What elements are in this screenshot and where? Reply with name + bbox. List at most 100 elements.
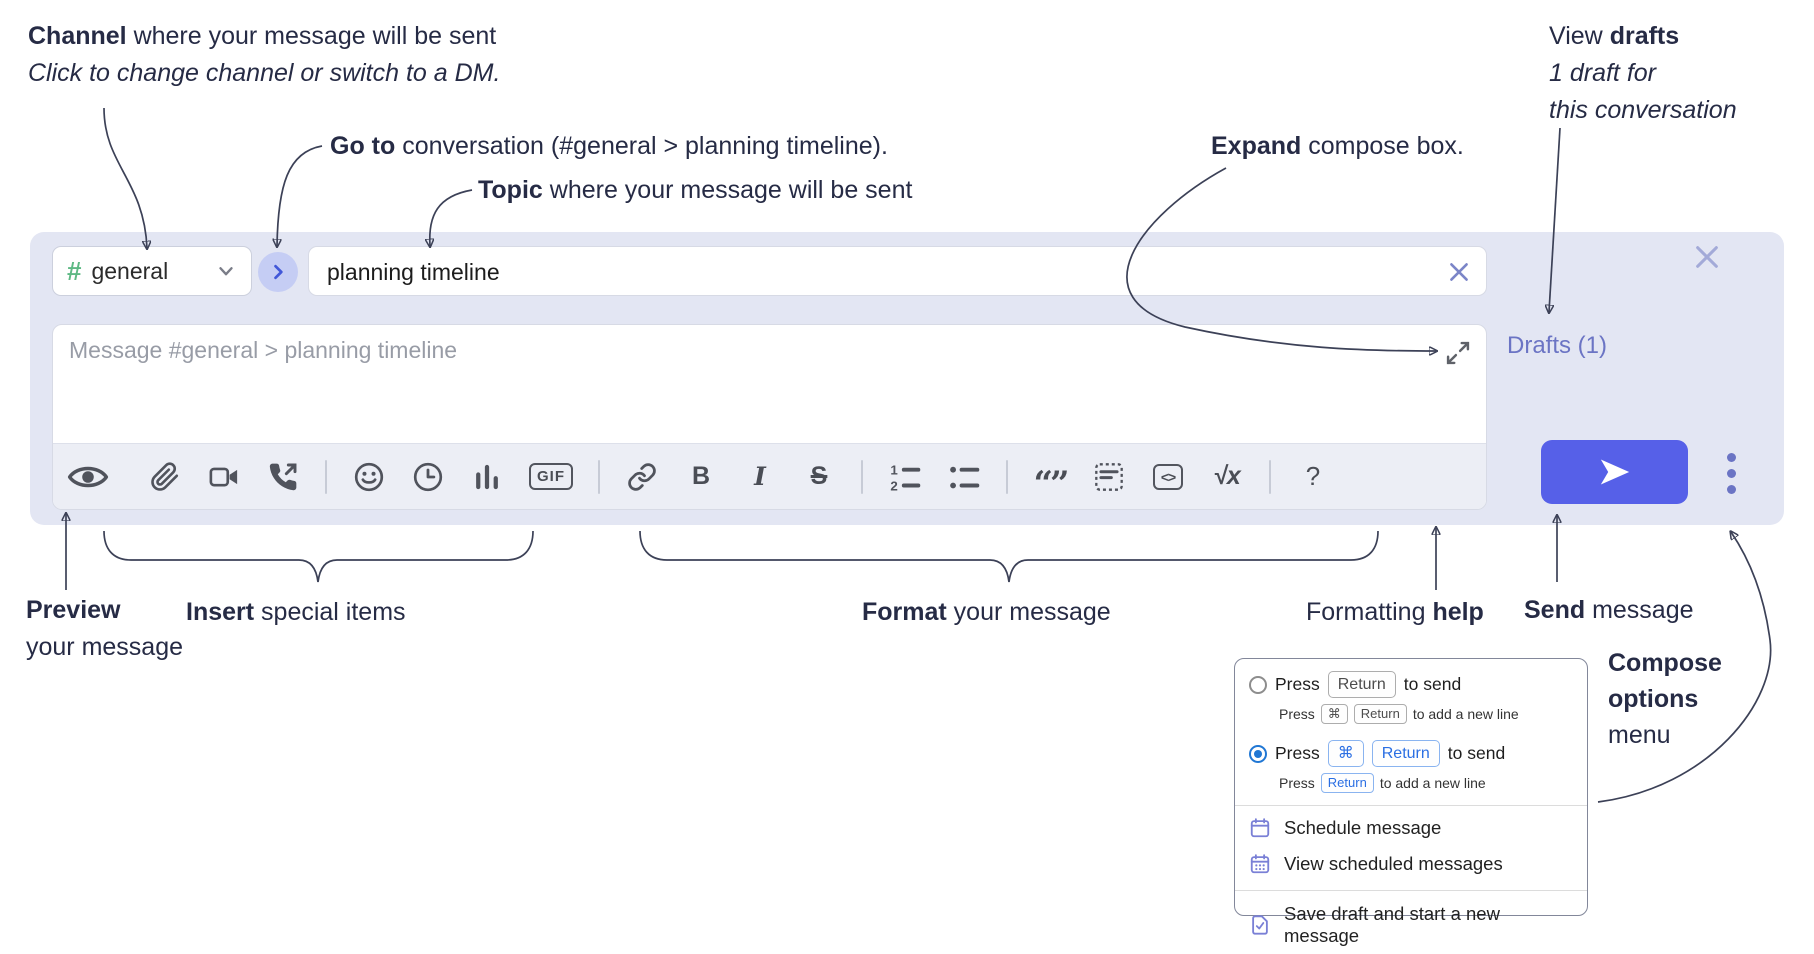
bold-button[interactable]: B — [684, 459, 718, 495]
strikethrough-button[interactable]: S — [802, 459, 836, 495]
cmd-key: ⌘ — [1327, 740, 1364, 767]
paperclip-icon — [151, 461, 179, 491]
clock-icon — [413, 462, 443, 491]
voice-call-button[interactable] — [266, 459, 300, 495]
gif-icon: GIF — [529, 463, 573, 490]
return-key: Return — [1353, 704, 1407, 724]
annotation-formatting-help: Formatting help — [1306, 598, 1484, 626]
chevron-right-icon — [274, 264, 283, 280]
phone-outgoing-icon — [269, 463, 297, 490]
channel-name: general — [91, 257, 169, 284]
quote-icon: “” — [1033, 463, 1069, 504]
return-key: Return — [1371, 740, 1440, 767]
gif-button[interactable]: GIF — [529, 459, 573, 495]
eye-icon — [67, 466, 109, 487]
poll-button[interactable] — [470, 459, 504, 495]
link-icon — [628, 462, 656, 491]
cmd-key: ⌘ — [1320, 704, 1348, 724]
chevron-down-icon — [219, 267, 233, 276]
send-plane-icon — [1600, 459, 1629, 485]
annotation-topic: Topic where your message will be sent — [478, 176, 913, 204]
drafts-link[interactable]: Drafts (1) — [1507, 332, 1608, 359]
message-input[interactable] — [67, 335, 1431, 435]
toolbar-separator — [1269, 459, 1271, 494]
arrow-to-goto — [277, 145, 323, 246]
message-formatting-help-button[interactable]: ? — [1296, 459, 1330, 495]
annotation-format: Format your message — [862, 598, 1111, 626]
math-icon: √x — [1213, 462, 1241, 490]
close-compose-button[interactable] — [1690, 240, 1724, 274]
annotation-insert: Insert special items — [186, 598, 406, 626]
option-press-cmd-return-to-send[interactable]: Press ⌘ Return to send — [1235, 728, 1587, 769]
video-camera-icon — [209, 467, 238, 486]
menu-divider — [1235, 805, 1587, 806]
link-button[interactable] — [625, 459, 659, 495]
option-press-cmd-return-subtext: Press Return to add a new line — [1279, 773, 1486, 793]
annotation-send: Send message — [1524, 596, 1694, 624]
code-button[interactable]: <> — [1151, 459, 1185, 495]
compose-toolbar: GIF B I S — [53, 443, 1486, 509]
channel-selector[interactable]: # general — [52, 246, 252, 296]
menu-item-schedule-message[interactable]: Schedule message — [1235, 810, 1587, 846]
menu-item-save-draft[interactable]: Save draft and start a new message — [1235, 896, 1587, 954]
menu-item-view-scheduled-messages[interactable]: View scheduled messages — [1235, 846, 1587, 882]
video-call-button[interactable] — [207, 459, 241, 495]
return-key: Return — [1327, 671, 1396, 698]
code-icon: <> — [1152, 463, 1184, 490]
radio-unselected[interactable] — [1249, 675, 1267, 694]
brace-format — [639, 530, 1379, 583]
menu-divider — [1235, 890, 1587, 891]
expand-diagonal-icon — [1446, 341, 1470, 365]
toolbar-separator — [1006, 459, 1008, 494]
brace-insert — [103, 530, 534, 583]
message-compose-area: GIF B I S — [52, 324, 1487, 510]
toolbar-separator — [325, 459, 327, 494]
quote-button[interactable]: “” — [1033, 459, 1069, 504]
close-icon — [1696, 246, 1718, 268]
send-button[interactable] — [1541, 440, 1688, 504]
bar-chart-icon — [476, 464, 498, 489]
compose-options-menu: Press Return to send Press ⌘ Return to a… — [1234, 658, 1588, 946]
annotation-goto: Go to conversation (#general > planning … — [330, 132, 888, 160]
expand-compose-button[interactable] — [1444, 339, 1472, 367]
math-button[interactable]: √x — [1210, 459, 1244, 495]
annotation-channel-sub: Click to change channel or switch to a D… — [28, 59, 501, 87]
annotation-preview: Preview your message — [26, 596, 184, 661]
spoiler-button[interactable] — [1092, 459, 1126, 495]
option-press-return-to-send[interactable]: Press Return to send — [1235, 659, 1587, 700]
compose-options-menu-button[interactable] — [1714, 448, 1748, 498]
close-icon — [1450, 263, 1468, 281]
annotation-channel: Channel where your message will be sent … — [28, 18, 500, 92]
italic-button[interactable]: I — [743, 459, 777, 495]
bulleted-list-button[interactable] — [947, 459, 981, 495]
bulleted-list-icon — [950, 466, 980, 488]
arrow-to-channel — [103, 107, 147, 248]
annotation-expand: Expand compose box. — [1211, 132, 1464, 160]
draft-file-check-icon — [1252, 915, 1268, 935]
radio-selected[interactable] — [1249, 744, 1267, 763]
numbered-list-icon: 1 2 — [890, 462, 921, 493]
channel-hash-icon: # — [67, 255, 82, 286]
numbered-list-button[interactable]: 1 2 — [888, 459, 922, 495]
topic-input[interactable] — [325, 247, 1429, 297]
calendar-icon — [1250, 818, 1270, 838]
spoiler-icon — [1095, 462, 1123, 491]
emoji-button[interactable] — [352, 459, 386, 495]
time-button[interactable] — [411, 459, 445, 495]
compose-box: # general — [30, 232, 1784, 525]
strikethrough-icon: S — [810, 462, 828, 490]
go-to-conversation-button[interactable] — [258, 252, 298, 292]
annotation-channel-bold: Channel — [28, 22, 127, 50]
bold-icon: B — [691, 462, 711, 490]
vertical-ellipsis-icon — [1726, 452, 1736, 462]
preview-button[interactable] — [67, 459, 109, 495]
clear-topic-button[interactable] — [1444, 257, 1474, 287]
question-mark-icon: ? — [1305, 461, 1321, 491]
topic-input-box — [308, 246, 1487, 297]
option-press-return-subtext: Press ⌘ Return to add a new line — [1279, 704, 1519, 724]
annotation-view-drafts: View drafts 1 draft for this conversatio… — [1549, 22, 1737, 124]
toolbar-separator — [861, 459, 863, 494]
calendar-grid-icon — [1250, 854, 1270, 874]
attach-file-button[interactable] — [148, 459, 182, 495]
